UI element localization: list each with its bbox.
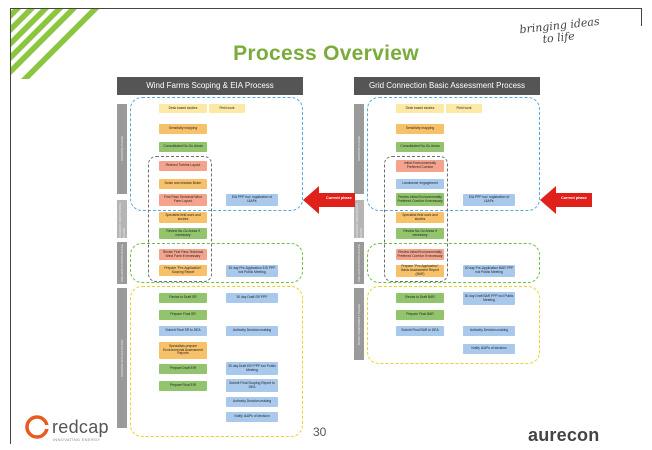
left-step-authority-2: Authority Decision-making <box>226 397 278 407</box>
left-step-submit-final: Submit Final SR to DEA <box>159 326 207 336</box>
right-step-authority: Authority Decision-making <box>463 326 515 336</box>
left-phase-label-4: SCOPING AND EIA PHASE <box>120 339 124 377</box>
right-step-review-initial: Review initial Environmentally Preferred… <box>396 193 444 206</box>
right-grey-region <box>384 156 448 282</box>
left-current-phase-label: Current phase <box>326 196 352 200</box>
page-number: 30 <box>313 425 327 439</box>
left-grey-region <box>148 156 212 282</box>
left-step-notify: Notify I&APs of decision <box>226 412 278 422</box>
right-step-day30-draft: 30 day Draft BAR PPP incl Public Meeting <box>463 292 515 305</box>
left-step-specialists: Specialists prepare Environmental Assess… <box>159 342 207 359</box>
left-step-prepare-pre: Prepare "Pre-Application" Scoping Report <box>159 265 207 276</box>
right-phase-label-4: BASIC ASSESSMENT PHASE <box>357 303 361 345</box>
left-phase-label-3: PRE-APPLICATION PHASE <box>120 244 124 282</box>
corner-stripes-decoration <box>11 9 99 79</box>
left-yellow-region <box>130 286 303 437</box>
right-step-initial: Initial Environmentally Preferred Corrid… <box>396 160 444 172</box>
right-step-landowner: Landowner engagement <box>396 179 444 189</box>
aurecon-logo-text: aurecon <box>528 425 600 445</box>
left-phase-bar-3: PRE-APPLICATION PHASE <box>117 242 127 284</box>
left-current-phase-arrow <box>303 186 355 214</box>
left-step-revise-first: Revise First Pass Technical Wind Farm if… <box>159 249 207 260</box>
frame-line-top <box>10 8 642 9</box>
right-yellow-region <box>367 286 540 364</box>
right-step-revise-draft: Revise to Draft BAR <box>396 293 444 303</box>
left-step-first-pass: First Pass Technical Wind Farm Layout <box>159 194 207 206</box>
left-phase-label-2: CURRENT MONITORING PHASE <box>118 203 126 238</box>
right-step-eia-ppp: EIA PPP incl. registration of I&APs <box>463 194 515 206</box>
right-step-specialist: Specialist field work and studies <box>396 212 444 223</box>
right-phase-bar-4: BASIC ASSESSMENT PHASE <box>354 288 364 360</box>
right-step-consolidated: Consolidated No-Go Areas <box>396 142 444 152</box>
left-step-authority: Authority Decision-making <box>226 326 278 336</box>
left-phase-label-1: SCOPING PHASE <box>120 136 124 162</box>
left-step-sensitivity: Sensitivity mapping <box>159 124 207 134</box>
left-phase-bar-4: SCOPING AND EIA PHASE <box>117 288 127 428</box>
right-step-field: Field work <box>446 104 482 113</box>
left-step-revise-draft: Revise to Draft SR <box>159 293 207 303</box>
right-step-desk: Desk based studies <box>396 104 444 113</box>
left-step-day30-pre: 30 day Pre-Application EIS PPP incl Publ… <box>226 265 278 277</box>
right-step-day30-pre: 30 day Pre-Application BAR PPP incl Publ… <box>463 265 515 277</box>
right-step-submit-final: Submit Final BAR to DEA <box>396 326 444 336</box>
right-blue-region <box>367 97 540 211</box>
left-column-title: Wind Farms Scoping & EIA Process <box>117 77 303 95</box>
redcap-logo-icon <box>25 415 49 439</box>
right-column-title: Grid Connection Basic Assessment Process <box>354 77 540 95</box>
right-phase-bar-1: SCOPING PHASE <box>354 104 364 194</box>
redcap-logo-text: redcap <box>52 417 109 437</box>
right-phase-bar-2: CURRENT MONITORING PHASE <box>354 200 364 238</box>
left-step-day30-eir: 30 day Draft EIR PPP incl Public Meeting <box>226 362 278 375</box>
page-title: Process Overview <box>233 42 419 65</box>
left-step-submit-scoping: Submit Final Scoping Report to DEA <box>226 379 278 392</box>
left-step-noise: Noise and shadow flicker <box>159 179 207 189</box>
left-green-region <box>130 243 303 283</box>
left-step-field: Field work <box>209 104 245 113</box>
left-step-prepare-final-eir: Prepare Final EIR <box>159 381 207 391</box>
redcap-logo-tagline: INNOVATING ENERGY <box>53 437 101 442</box>
left-step-review: Review No-Go Areas if necessary <box>159 228 207 239</box>
right-phase-label-3: PRE-APPLICATION PHASE <box>357 244 361 282</box>
right-step-prepare-pre: Prepare "Pre-Application" Basic Assessme… <box>396 264 444 277</box>
right-step-notify: Notify I&APs of decision <box>463 344 515 354</box>
left-step-specialist: Specialist field work and studies <box>159 212 207 223</box>
right-step-sensitivity: Sensitivity mapping <box>396 124 444 134</box>
frame-line-right <box>641 8 642 26</box>
right-phase-bar-3: PRE-APPLICATION PHASE <box>354 242 364 284</box>
left-step-consolidated: Consolidated No-Go Areas <box>159 142 207 152</box>
left-step-revised: Revised Turbine Layout <box>159 161 207 171</box>
right-current-phase-label: Current phase <box>561 196 587 200</box>
right-step-review-nogo: Review No-Go Areas if necessary <box>396 228 444 239</box>
left-phase-bar-2: CURRENT MONITORING PHASE <box>117 200 127 238</box>
left-step-desk: Desk based studies <box>159 104 207 113</box>
left-blue-region <box>130 97 303 211</box>
right-step-review-corridor: Review initial Environmentally Preferred… <box>396 249 444 260</box>
right-green-region <box>367 243 540 283</box>
left-step-prepare-final: Prepare Final SR <box>159 310 207 320</box>
left-step-day30-draft: 30 day Draft SR PPP <box>226 293 278 303</box>
frame-line-left <box>10 8 11 444</box>
left-phase-bar-1: SCOPING PHASE <box>117 104 127 194</box>
right-step-prepare-final: Prepare Final BAR <box>396 310 444 320</box>
left-step-eia-ppp: EIA PPP incl. registration of I&APs <box>226 194 278 206</box>
left-step-prepare-eir: Prepare Draft EIR <box>159 364 207 374</box>
right-current-phase-arrow <box>540 186 592 214</box>
right-phase-label-2: CURRENT MONITORING PHASE <box>355 203 363 238</box>
right-phase-label-1: SCOPING PHASE <box>357 136 361 162</box>
